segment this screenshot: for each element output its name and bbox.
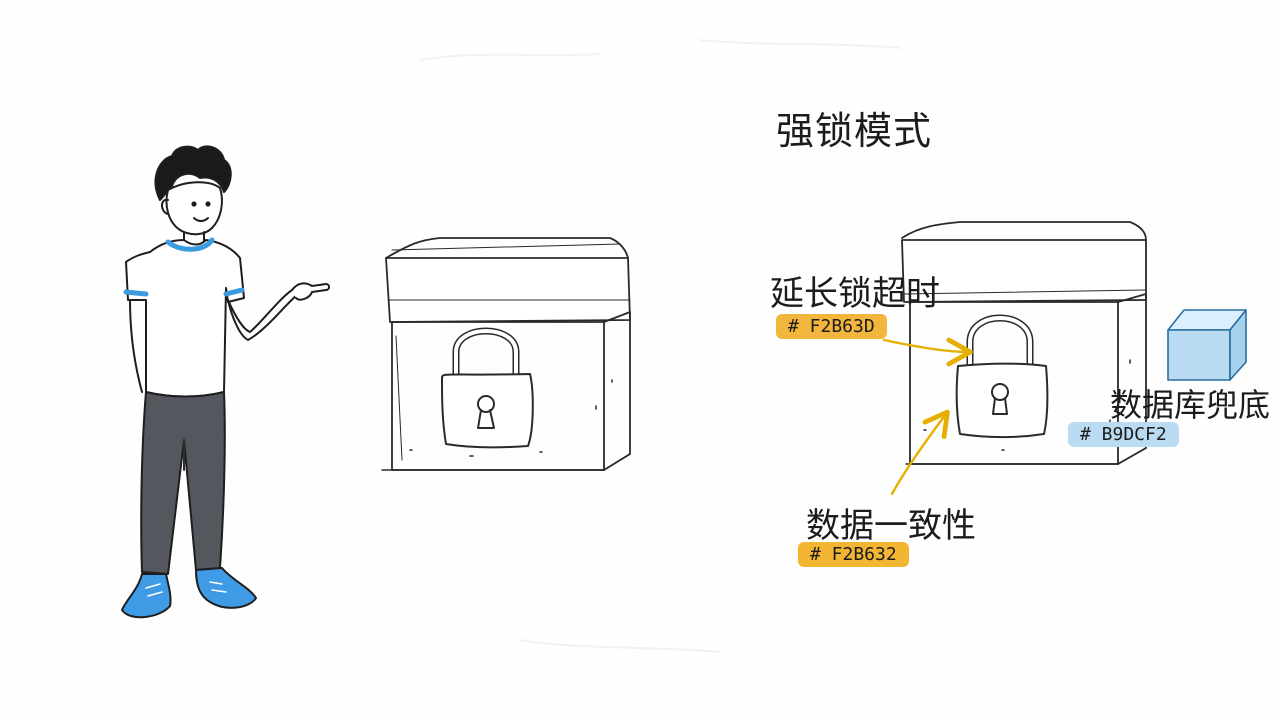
padlock-icon-right <box>955 314 1049 438</box>
padlock-icon-left <box>441 327 534 449</box>
color-tag-db-fallback: # B9DCF2 <box>1068 422 1179 447</box>
locked-box-icon-right <box>901 221 1147 465</box>
person-pointing-icon <box>121 145 330 619</box>
arrow-extend-to-lock <box>882 337 973 367</box>
color-tag-extend-timeout: # F2B63D <box>776 314 887 339</box>
color-tag-data-consistency: # F2B632 <box>798 542 909 567</box>
page-title: 强锁模式 <box>776 109 933 153</box>
database-cube-icon <box>1167 309 1247 381</box>
locked-box-icon-left <box>381 237 631 471</box>
arrow-consistency-to-lock <box>890 409 950 496</box>
label-db-fallback: 数据库兜底 <box>1110 386 1271 424</box>
label-data-consistency: 数据一致性 <box>806 506 976 546</box>
label-extend-timeout: 延长锁超时 <box>770 274 940 314</box>
background-texture <box>419 39 901 653</box>
